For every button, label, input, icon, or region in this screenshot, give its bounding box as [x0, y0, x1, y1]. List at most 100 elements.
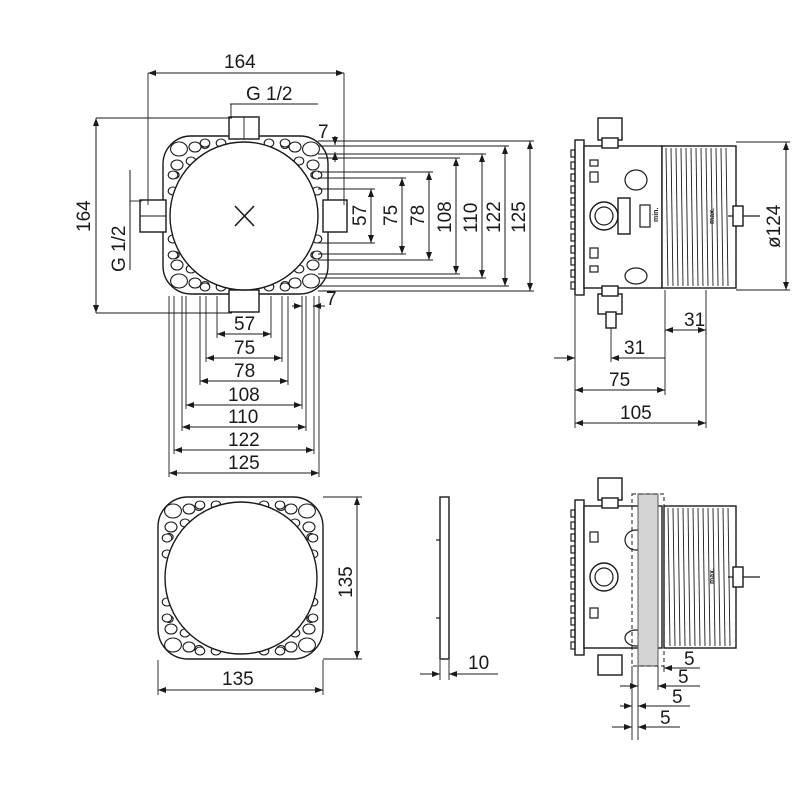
- frame-hole: [279, 138, 291, 148]
- label-height-164: 164: [74, 200, 95, 232]
- label-width-164: 164: [224, 52, 256, 73]
- frame-hole: [288, 277, 302, 289]
- dim-offset-bottom-7: 7: [292, 289, 337, 310]
- label-edge-thickness-10: 10: [468, 653, 489, 674]
- dim-plate-height-135: 135: [323, 496, 362, 660]
- frame-hole: [306, 159, 320, 171]
- side-port: [589, 197, 631, 235]
- label-thread-top: G 1/2: [246, 84, 292, 105]
- side-bottom-fitting: [597, 285, 623, 329]
- horizontal-dim-label: 57: [234, 314, 255, 335]
- top-connection: [228, 116, 260, 140]
- dim-offset-top-7: 7: [318, 122, 338, 162]
- front-view-frame-holes: [167, 138, 323, 292]
- frame-hole: [274, 646, 286, 656]
- vertical-dim-label: 125: [509, 201, 530, 233]
- frame-hole: [167, 250, 179, 260]
- dim-plate-width-135: 135: [157, 660, 324, 695]
- frame-hole: [288, 141, 302, 153]
- bottom-connection: [228, 289, 260, 313]
- horizontal-dim-label: 125: [228, 453, 260, 474]
- vertical-dim-label: 78: [408, 205, 429, 226]
- frame-hole: [170, 141, 188, 157]
- frame-hole: [161, 533, 173, 543]
- frame-hole: [194, 500, 206, 510]
- side-top-fitting: [597, 117, 623, 149]
- label-section-max: max.: [709, 568, 716, 584]
- dim-width-164: 164: [147, 52, 345, 205]
- vertical-dim-label: 57: [350, 205, 371, 226]
- label-plate-width-135: 135: [222, 669, 254, 690]
- frame-hole: [164, 623, 178, 635]
- horizontal-dim-label: 75: [234, 338, 255, 359]
- frame-hole: [161, 613, 173, 623]
- side-windows: min.: [589, 159, 660, 285]
- frame-hole: [182, 503, 196, 515]
- left-connection: [139, 199, 167, 233]
- dim-depth-75: 75: [574, 296, 665, 428]
- vertical-dim-label: 75: [381, 205, 402, 226]
- frame-hole: [188, 277, 202, 289]
- frame-hole: [274, 500, 286, 510]
- frame-hole: [302, 521, 316, 533]
- frame-hole: [199, 138, 211, 148]
- edge-plate: [439, 496, 450, 660]
- dim-edge-thickness-10: 10: [420, 653, 498, 680]
- horizontal-dim-label: 78: [234, 361, 255, 382]
- frame-hole: [284, 641, 298, 653]
- frame-hole: [311, 170, 323, 180]
- horizontal-dim-label: 122: [228, 430, 260, 451]
- dim-height-164: 164: [74, 117, 232, 314]
- vertical-dim-label: 110: [461, 203, 482, 233]
- frame-hole: [302, 141, 320, 157]
- frame-hole: [188, 141, 202, 153]
- frame-hole: [199, 282, 211, 292]
- dim-depth-31-lower: 31: [554, 328, 666, 395]
- frame-hole: [164, 637, 182, 653]
- label-depth-75: 75: [609, 370, 630, 391]
- label-offset-bottom-7: 7: [326, 289, 337, 310]
- frame-hole: [311, 250, 323, 260]
- label-depth-31-lower: 31: [624, 338, 645, 359]
- edge-view: 10: [420, 496, 498, 680]
- centre-cross: [234, 205, 255, 227]
- frame-hole: [298, 637, 316, 653]
- frame-hole: [170, 259, 184, 271]
- frame-hole: [306, 259, 320, 271]
- label-depth-31-upper: 31: [684, 310, 705, 331]
- section-plaster-layer: [637, 493, 659, 667]
- side-plate-strip: [574, 139, 585, 296]
- frame-hole: [279, 282, 291, 292]
- label-section-dim-1: 5: [684, 649, 695, 670]
- label-thread-left: G 1/2: [109, 226, 130, 272]
- plate-opening: [164, 501, 318, 655]
- horizontal-dim-label: 110: [228, 407, 258, 428]
- dim-thread-top: G 1/2: [230, 84, 318, 117]
- label-section-dim-2: 5: [678, 667, 689, 688]
- dim-depth-105: 105: [575, 330, 707, 428]
- label-section-dim-4: 5: [660, 708, 671, 729]
- label-max: max.: [709, 208, 716, 224]
- dim-thread-left: G 1/2: [109, 170, 142, 272]
- label-diameter-124: ø124: [764, 204, 785, 248]
- frame-hole: [164, 503, 182, 519]
- frame-hole: [307, 613, 319, 623]
- frame-hole: [194, 646, 206, 656]
- plate-view: 135 135: [157, 496, 362, 695]
- frame-hole: [170, 159, 184, 171]
- frame-hole: [307, 533, 319, 543]
- frame-hole: [302, 623, 316, 635]
- frame-hole: [170, 273, 188, 289]
- label-min: min.: [653, 208, 660, 222]
- side-view: min. max. ø124 31 31: [554, 117, 790, 428]
- dim-diameter-124: ø124: [736, 141, 790, 291]
- section-dims: 5 5 5 5: [612, 649, 700, 740]
- frame-hole: [298, 503, 316, 519]
- vertical-dim-label: 108: [435, 201, 456, 233]
- dim-depth-31-upper: 31: [664, 290, 707, 335]
- frame-hole: [164, 521, 178, 533]
